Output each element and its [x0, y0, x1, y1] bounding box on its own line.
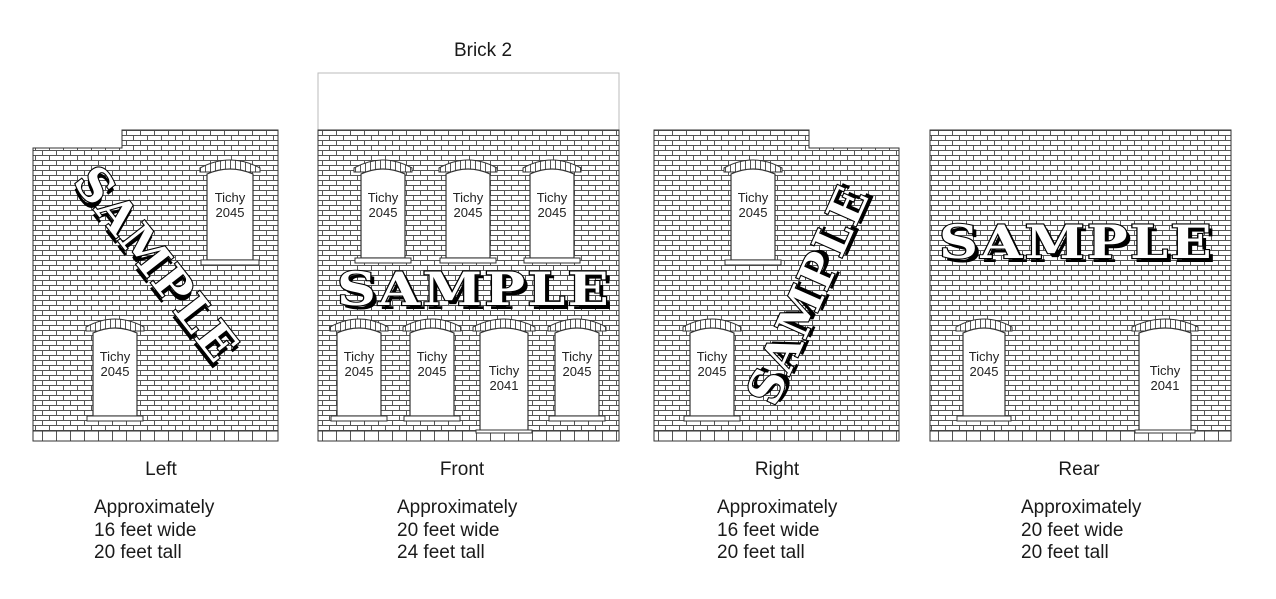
wall-dimensions-rear: Approximately 20 feet wide 20 feet tall — [1021, 497, 1141, 565]
dimension-line: Approximately — [397, 497, 518, 518]
window-number-label: 2045 — [369, 205, 398, 220]
page-title: Brick 2 — [453, 40, 513, 61]
dimension-line: 20 feet wide — [1021, 519, 1124, 541]
dimension-line: 20 feet wide — [397, 519, 500, 541]
window-brand-label: Tichy — [969, 349, 1000, 364]
svg-text:SAMPLE: SAMPLE — [943, 219, 1218, 273]
window-number-label: 2045 — [345, 364, 374, 379]
window-number-label: 2045 — [418, 364, 447, 379]
dimension-line: 16 feet wide — [94, 519, 197, 541]
window-number-label: 2045 — [454, 205, 483, 220]
dimension-line: Approximately — [94, 497, 215, 518]
window-number-label: 2041 — [1151, 378, 1180, 393]
window-number-label: 2045 — [970, 364, 999, 379]
window-brand-label: Tichy — [215, 190, 246, 205]
window-brand-label: Tichy — [562, 349, 593, 364]
sample-watermark-rear: SAMPLE SAMPLE — [938, 214, 1218, 273]
svg-text:SAMPLE: SAMPLE — [337, 262, 611, 316]
window-number-label: 2045 — [216, 205, 245, 220]
window-brand-label: Tichy — [697, 349, 728, 364]
dimension-line: 16 feet wide — [717, 519, 820, 541]
dimension-line: 20 feet tall — [1021, 542, 1109, 563]
window-brand-label: Tichy — [100, 349, 131, 364]
sample-watermark-front: SAMPLE SAMPLE — [336, 261, 615, 320]
dimension-line: 20 feet tall — [94, 542, 182, 563]
dimension-line: Approximately — [1021, 497, 1142, 518]
window-brand-label: Tichy — [537, 190, 568, 205]
wall-label-front: Front — [439, 459, 485, 480]
dimension-line: 24 feet tall — [397, 542, 485, 563]
window-brand-label: Tichy — [1150, 363, 1181, 378]
window-brand-label: Tichy — [417, 349, 448, 364]
window-number-label: 2045 — [101, 364, 130, 379]
parapet-outline — [317, 72, 620, 131]
window-brand-label: Tichy — [453, 190, 484, 205]
svg-text:SAMPLE: SAMPLE — [939, 215, 1214, 269]
window-brand-label: Tichy — [489, 363, 520, 378]
window-brand-label: Tichy — [738, 190, 769, 205]
window-brand-label: Tichy — [368, 190, 399, 205]
wall-label-rear: Rear — [1058, 459, 1100, 480]
window-number-label: 2041 — [490, 378, 519, 393]
window-number-label: 2045 — [538, 205, 567, 220]
wall-dimensions-front: Approximately 20 feet wide 24 feet tall — [397, 497, 517, 565]
window-brand-label: Tichy — [344, 349, 375, 364]
wall-dimensions-left: Approximately 16 feet wide 20 feet tall — [94, 497, 214, 565]
svg-text:SAMPLE: SAMPLE — [341, 266, 615, 320]
window-number-label: 2045 — [698, 364, 727, 379]
dimension-line: Approximately — [717, 497, 838, 518]
wall-dimensions-right: Approximately 16 feet wide 20 feet tall — [717, 497, 837, 565]
window-number-label: 2045 — [563, 364, 592, 379]
wall-label-right: Right — [754, 459, 800, 480]
dimension-line: 20 feet tall — [717, 542, 805, 563]
wall-label-left: Left — [145, 459, 177, 480]
window-number-label: 2045 — [739, 205, 768, 220]
